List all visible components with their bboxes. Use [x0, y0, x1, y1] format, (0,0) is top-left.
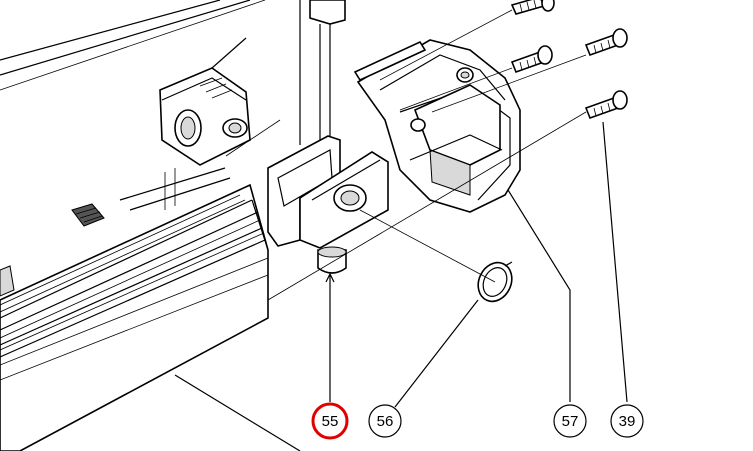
- slide-block: [71, 203, 105, 227]
- rail-profile: [0, 183, 269, 451]
- callout-39: 39: [610, 404, 644, 438]
- callout-57: 57: [553, 404, 587, 438]
- u-bracket-part-55: [267, 135, 389, 274]
- callout-57-label: 57: [562, 413, 579, 430]
- leader-lines: [174, 121, 628, 451]
- callout-39-label: 39: [619, 413, 636, 430]
- rail-insert: [119, 167, 231, 211]
- alignment-lines: [225, 9, 587, 301]
- screw-middle: [510, 45, 553, 74]
- corner-connector-block: [159, 37, 251, 166]
- screw-upper-right: [584, 28, 628, 57]
- vertical-post: [299, 0, 346, 148]
- callout-56: 56: [368, 404, 402, 438]
- callout-55-label: 55: [322, 413, 339, 430]
- callout-55: 55: [311, 402, 349, 440]
- upper-rail: [0, 0, 266, 91]
- end-cap-part-57: [353, 39, 521, 213]
- callout-56-label: 56: [377, 413, 394, 430]
- screw-lower-right: [584, 90, 628, 120]
- screw-top: [510, 0, 555, 15]
